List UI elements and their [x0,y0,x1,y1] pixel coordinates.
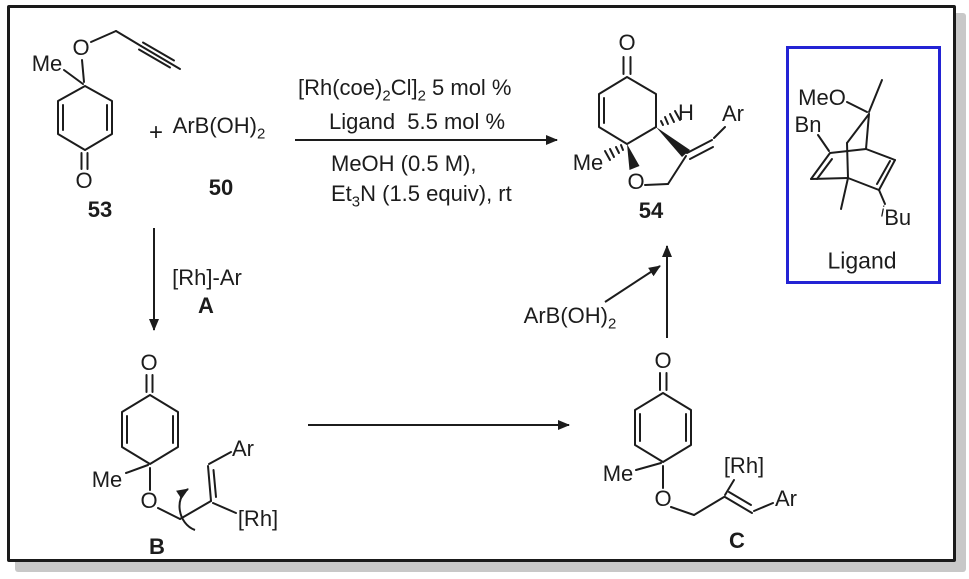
ketone-o-label-54: O [618,30,636,55]
arrow-arb-to-product [604,265,661,303]
intermediate-a-label: A [198,293,214,318]
intermediate-b-label: B [149,534,165,559]
compound-50-number: 50 [208,175,234,200]
compound-53-number: 53 [87,197,113,222]
rotation-arrow [176,488,196,531]
bn-label-ligand: Bn [794,112,822,137]
arylboronic-acid-formula: ArB(OH)2 [172,113,266,143]
ketone-o-label-53: O [75,168,93,193]
ether-o-label-b: O [140,488,158,513]
intermediate-b-structure [121,374,237,520]
arylboronic-acid-mechanism: ArB(OH)2 [523,303,617,333]
rh-label-c: [Rh] [723,453,765,478]
ether-o-label-c: O [654,486,672,511]
ibu-label-ligand: iBu [880,203,912,230]
ligand-box [786,46,941,284]
ligand-caption: Ligand [827,247,897,274]
me-label-53: Me [31,51,63,76]
h-label-54: H [678,100,694,125]
me-label-b: Me [91,467,123,492]
rh-label-b: [Rh] [237,506,279,531]
ar-label-b: Ar [232,436,254,461]
compound-54-number: 54 [638,198,664,223]
intermediate-c-label: C [729,528,745,553]
condition-catalyst: [Rh(coe)2Cl]2 5 mol % [298,75,512,105]
me-label-c: Me [602,461,634,486]
ketone-o-label-c: O [654,348,672,373]
plus-sign: + [148,119,164,146]
meo-label-ligand: MeO [798,85,846,110]
me-label-54: Me [572,150,604,175]
ligand-structure [810,79,896,210]
compound-53-structure [57,30,181,170]
ar-label-54: Ar [722,101,744,126]
condition-ligand-loading: Ligand 5.5 mol % [329,109,506,134]
furan-o-label-54: O [627,169,645,194]
ether-o-label-53: O [72,35,90,60]
ketone-o-label-b: O [140,350,158,375]
rh-ar-reagent-label: [Rh]-Ar [172,265,242,290]
condition-solvent: MeOH (0.5 M), [331,151,477,176]
intermediate-c-structure [634,372,774,516]
condition-base-temp: Et3N (1.5 equiv), rt [331,181,512,211]
compound-54-structure [598,56,726,186]
ar-label-c: Ar [775,486,797,511]
